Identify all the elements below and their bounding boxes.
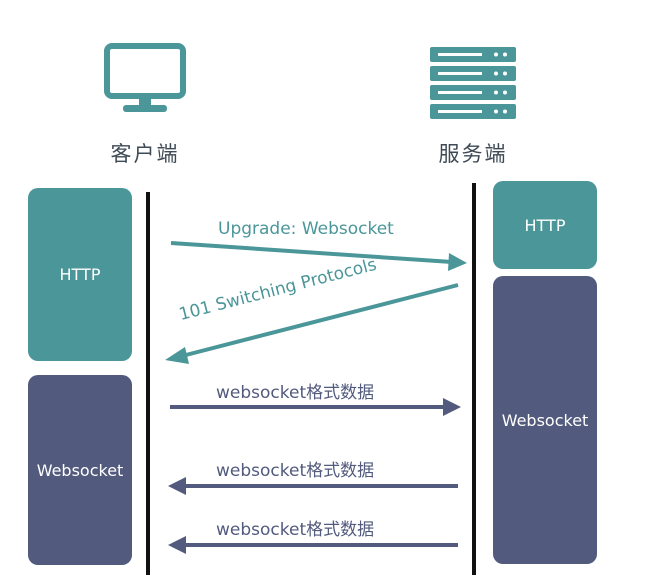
- server-http-label: HTTP: [524, 215, 566, 235]
- monitor-icon: [104, 43, 186, 112]
- server-icon: [430, 47, 516, 119]
- client-label: 客户端: [110, 142, 180, 166]
- upgrade-arrow: [170, 241, 467, 271]
- client-websocket-label: Websocket: [36, 460, 124, 480]
- server-websocket-label: Websocket: [501, 410, 589, 430]
- message-ws-data-1: websocket格式数据: [216, 383, 375, 403]
- ws-data-arrow-2: [168, 477, 458, 495]
- client-http-label: HTTP: [59, 265, 101, 284]
- message-ws-data-2: websocket格式数据: [216, 461, 375, 481]
- server-websocket-block: Websocket: [493, 276, 597, 564]
- server-label: 服务端: [438, 142, 508, 166]
- message-ws-data-3: websocket格式数据: [216, 520, 375, 540]
- server-lifeline: [472, 183, 476, 575]
- switching-protocols-arrow: [165, 283, 459, 364]
- client-http-block: HTTP: [28, 188, 132, 361]
- client-websocket-block: Websocket: [28, 375, 132, 565]
- ws-data-arrow-1: [170, 398, 461, 416]
- ws-data-arrow-3: [168, 536, 458, 554]
- message-upgrade: Upgrade: Websocket: [218, 219, 394, 239]
- server-http-block: HTTP: [493, 181, 597, 269]
- client-lifeline: [146, 192, 150, 575]
